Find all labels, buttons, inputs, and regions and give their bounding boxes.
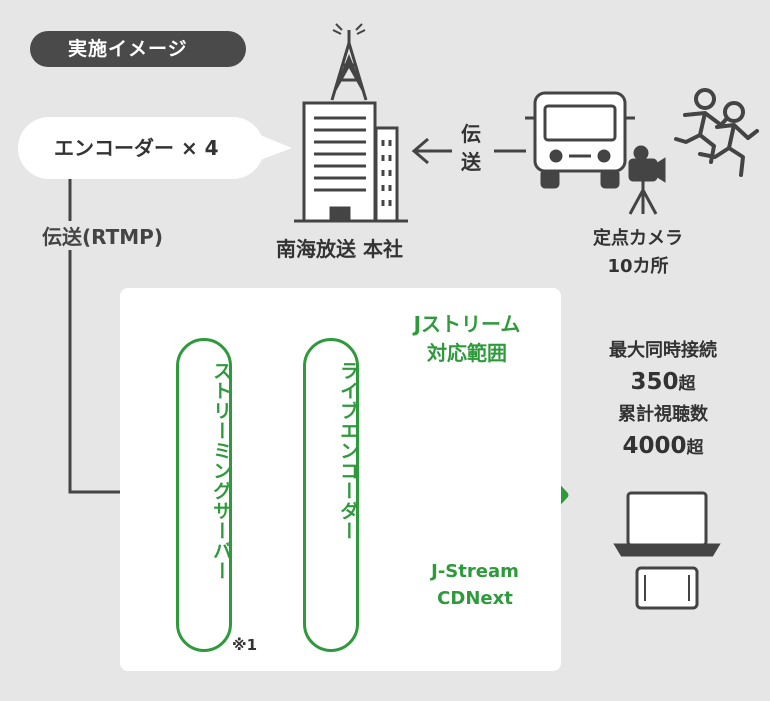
broadcast-van-icon [525,91,635,189]
streaming-server-node: ストリーミングサーバー [176,338,232,652]
transfer-arrowhead [411,137,429,165]
tablet-icon [635,566,699,610]
live-encoder-label: ライブエンコーダー [337,361,359,541]
camera-label: 定点カメラ 10カ所 [578,225,698,281]
encoder-speech-bubble [18,117,292,179]
jstream-range-line1: Jストリーム [413,312,521,336]
tv-station-building-icon [294,23,408,223]
max-concurrent-value-line: 350超 [578,366,748,400]
rtmp-transfer-label: 伝送(RTMP) [40,221,165,250]
camera-label-line2: 10カ所 [607,256,669,277]
jstream-range-label: Jストリーム 対応範囲 [382,310,552,368]
cdn-label-line2: CDNext [437,588,513,609]
cdn-label-line1: J-Stream [431,561,519,582]
cdn-label: J-Stream CDNext [400,558,550,612]
total-views-suffix: 超 [686,438,704,458]
encoder-count-label: エンコーダー × 4 [54,136,219,160]
live-encoder-node: ライブエンコーダー [303,338,359,652]
viewer-stats: 最大同時接続 350超 累計視聴数 4000超 [578,336,748,464]
transfer-label-vertical: 伝送 [461,122,481,174]
camera-label-line1: 定点カメラ [593,228,683,249]
total-views-value: 4000 [622,433,687,459]
section-title-badge: 実施イメージ [30,31,246,67]
fixed-camera-icon [628,145,666,215]
total-views-label: 累計視聴数 [618,404,708,425]
streaming-server-label: ストリーミングサーバー [210,361,232,581]
jstream-range-line2: 対応範囲 [427,341,507,365]
footnote-marker: ※1 [232,636,258,654]
max-concurrent-label: 最大同時接続 [609,340,717,361]
max-concurrent-suffix: 超 [678,374,696,394]
max-concurrent-value: 350 [630,369,679,395]
headquarters-label: 南海放送 本社 [276,237,403,261]
laptop-icon [613,491,721,557]
runners-icon [674,88,759,177]
total-views-value-line: 4000超 [578,430,748,464]
